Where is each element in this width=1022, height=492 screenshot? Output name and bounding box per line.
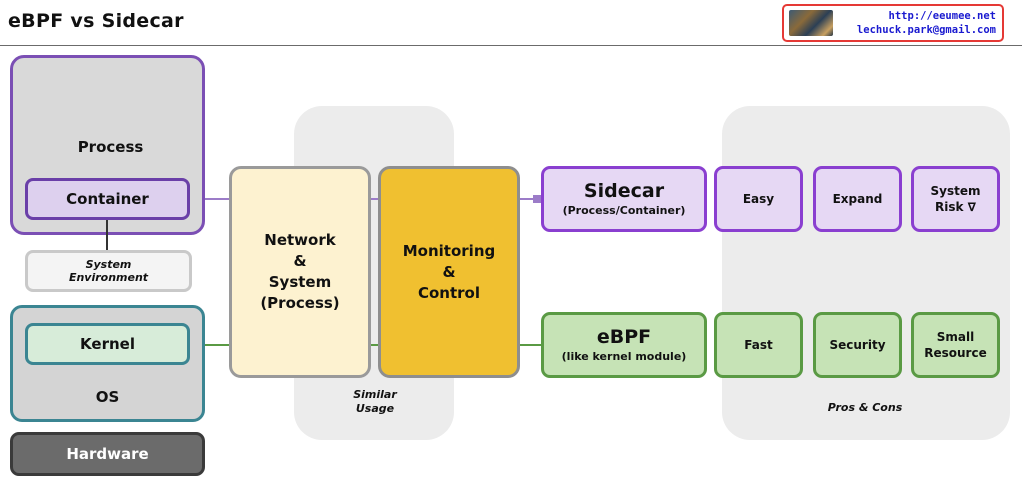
ebpf-pro-small-resource: Small Resource — [911, 312, 1000, 378]
sidecar-pro-easy: Easy — [714, 166, 803, 232]
ebpf-subtitle: (like kernel module) — [561, 350, 687, 363]
title-divider — [0, 45, 1022, 46]
sidecar-connector-node — [533, 195, 541, 203]
page-title: eBPF vs Sidecar — [8, 10, 184, 32]
author-url-link[interactable]: http://eeumee.net — [888, 10, 996, 22]
container-sysenv-connector — [106, 220, 108, 251]
author-avatar — [789, 10, 833, 36]
ebpf-pro-security: Security — [813, 312, 902, 378]
sidecar-subtitle: (Process/Container) — [562, 204, 686, 217]
hardware-box: Hardware — [10, 432, 205, 476]
sidecar-title: Sidecar — [583, 180, 665, 202]
network-system-box: Network & System (Process) — [229, 166, 371, 378]
os-label: OS — [95, 388, 120, 406]
pros-cons-caption: Pros & Cons — [827, 401, 903, 414]
container-box: Container — [25, 178, 190, 220]
author-badge: http://eeumee.net lechuck.park@gmail.com — [782, 4, 1004, 42]
system-environment-box: System Environment — [25, 250, 192, 292]
ebpf-pro-fast: Fast — [714, 312, 803, 378]
sidecar-pro-expand: Expand — [813, 166, 902, 232]
sidecar-con-system-risk: System Risk ∇ — [911, 166, 1000, 232]
sidecar-box: Sidecar (Process/Container) — [541, 166, 707, 232]
kernel-box: Kernel — [25, 323, 190, 365]
similar-usage-caption: Similar Usage — [353, 388, 397, 415]
ebpf-box: eBPF (like kernel module) — [541, 312, 707, 378]
ebpf-title: eBPF — [596, 326, 652, 348]
pros-cons-region — [722, 106, 1010, 440]
monitoring-control-box: Monitoring & Control — [378, 166, 520, 378]
process-label: Process — [77, 138, 144, 156]
author-email-link[interactable]: lechuck.park@gmail.com — [856, 24, 996, 36]
